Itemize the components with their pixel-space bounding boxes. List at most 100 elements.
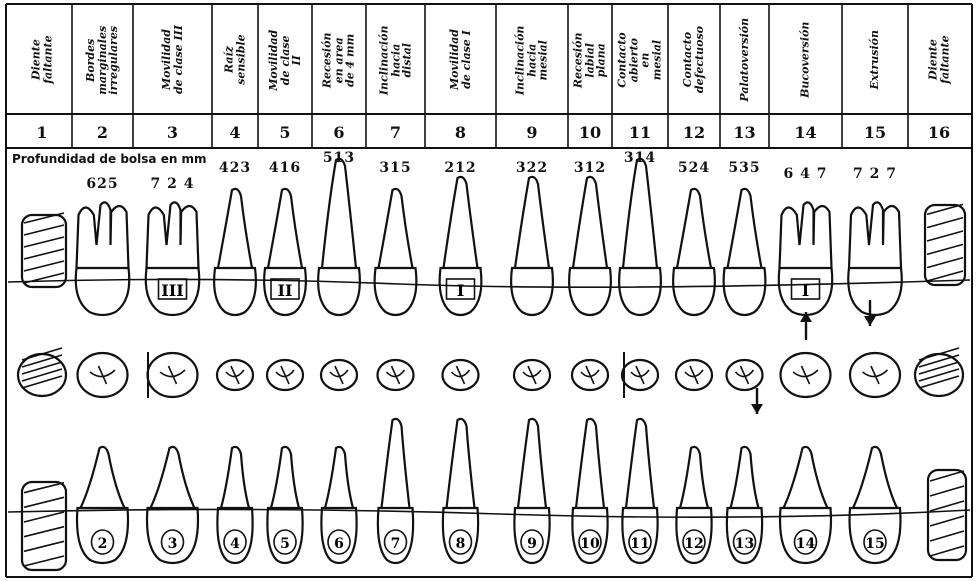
hatch-line: [24, 497, 64, 507]
upper-root: [849, 202, 901, 268]
column-header-text: Movilidad de clase I: [449, 26, 472, 95]
column-header: Extrusión: [843, 6, 907, 114]
mobility-label: I: [457, 281, 464, 300]
occlusal-fissure: [581, 366, 599, 384]
hatch-line: [930, 546, 964, 556]
mobility-label: I: [802, 281, 809, 300]
column-header-text: Inclinación hacia distal: [378, 25, 413, 95]
occlusal-fissure: [523, 366, 541, 384]
column-header-text: Recesión en area de 4 mm: [322, 32, 357, 88]
hatch-line: [930, 531, 964, 541]
column-header-text: Bordes marginales irregulares: [85, 26, 120, 95]
column-header: Bordes marginales irregulares: [73, 6, 132, 114]
column-header: Bucoversión: [770, 6, 841, 114]
tooth-number: 16: [908, 116, 970, 148]
column-header: Raíz sensible: [213, 6, 257, 114]
pocket-depth: 212: [444, 160, 476, 176]
upper-crown: [511, 268, 553, 315]
upper-root: [728, 189, 762, 268]
lower-tooth-number: 9: [527, 536, 537, 552]
hatch-line: [24, 512, 64, 522]
upper-gum-line: [8, 279, 970, 287]
lower-tooth-number: 12: [684, 536, 703, 552]
lower-root: [81, 447, 125, 508]
lower-tooth-number: 14: [796, 536, 816, 552]
hatch-line: [22, 369, 62, 381]
upper-crown: [76, 268, 130, 315]
lower-root: [271, 447, 299, 508]
hatch-line: [930, 471, 964, 481]
upper-root: [573, 177, 607, 268]
column-header: Diente faltante: [909, 6, 969, 114]
lower-root: [680, 447, 708, 508]
hatch-line: [24, 237, 64, 247]
pocket-depth: 7 2 4: [151, 176, 195, 192]
upper-root: [515, 177, 549, 268]
tooth-number: 5: [258, 116, 312, 148]
upper-root: [77, 202, 129, 268]
mobility-label: II: [278, 281, 293, 300]
lower-tooth-number: 7: [391, 536, 401, 552]
pocket-depth: 524: [678, 160, 710, 176]
upper-root: [780, 202, 832, 268]
hatch-line: [22, 376, 62, 388]
upper-tooth: I: [779, 202, 833, 315]
lower-tooth-number: 10: [580, 536, 600, 552]
upper-crown: [318, 268, 360, 315]
tooth-number: 11: [612, 116, 668, 148]
column-header: Contacto defectuoso: [669, 6, 719, 114]
column-header: Movilidad de clase III: [134, 6, 211, 114]
lower-tooth-number: 11: [630, 536, 649, 552]
column-header-text: Diente faltante: [927, 30, 950, 90]
pocket-depth: 625: [86, 176, 118, 192]
upper-tooth: [318, 159, 360, 315]
pocket-depth: 535: [728, 160, 760, 176]
arrow-head: [864, 316, 876, 326]
tooth-number: 13: [720, 116, 769, 148]
upper-tooth: [848, 202, 902, 315]
tooth-number: 15: [842, 116, 908, 148]
upper-root: [322, 159, 356, 268]
lower-tooth-number: 6: [334, 536, 344, 552]
column-header-text: Movilidad de clase II: [268, 30, 303, 91]
hatch-line: [22, 362, 62, 374]
lower-root: [731, 447, 759, 508]
column-header-text: Recesión labial plana: [573, 32, 608, 88]
upper-tooth: [724, 189, 766, 315]
upper-tooth: [619, 159, 661, 315]
occlusal-fissure: [452, 366, 470, 384]
hatch-line: [24, 249, 64, 259]
lower-tooth-number: 2: [98, 536, 108, 552]
pocket-depth: 513: [323, 150, 355, 166]
column-header-text: Raíz sensible: [223, 35, 246, 85]
pocket-depth: 322: [516, 160, 548, 176]
occlusal-fissure: [90, 366, 115, 384]
tooth-number: 1: [12, 116, 72, 148]
lower-root: [784, 447, 828, 508]
upper-root: [379, 189, 413, 268]
hatch-line: [930, 516, 964, 526]
lower-root: [576, 419, 604, 508]
tooth-number: 3: [133, 116, 212, 148]
tooth-number: 2: [72, 116, 133, 148]
pocket-depth: 314: [624, 150, 656, 166]
upper-crown: [214, 268, 256, 315]
column-header-text: Palatoversión: [739, 18, 751, 102]
upper-tooth: [375, 189, 417, 315]
column-header-text: Bucoversión: [800, 22, 812, 98]
upper-crown: [375, 268, 417, 315]
upper-root: [147, 202, 199, 268]
upper-tooth: II: [264, 189, 306, 315]
tooth-number: 14: [769, 116, 842, 148]
lower-root: [853, 447, 897, 508]
hatch-line: [930, 501, 964, 511]
upper-crown: [619, 268, 661, 315]
lower-root: [518, 419, 546, 508]
arrow-head: [751, 404, 763, 414]
upper-root: [444, 177, 478, 268]
hatch-line: [927, 258, 963, 268]
hatch-line: [24, 483, 64, 493]
lower-tooth-number: 8: [456, 536, 466, 552]
pocket-depth: 423: [219, 160, 251, 176]
lower-root: [221, 447, 249, 508]
